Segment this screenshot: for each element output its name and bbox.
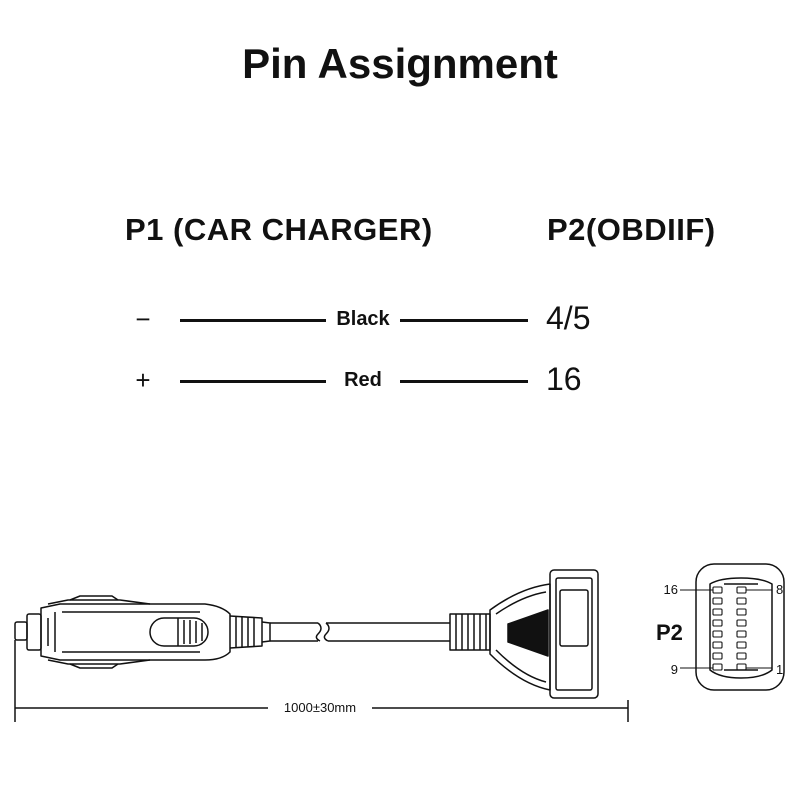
wire-color-label: Black — [336, 308, 390, 330]
negative-symbol: − — [135, 304, 151, 334]
pin-number: 4/5 — [546, 300, 591, 336]
page-title: Pin Assignment — [242, 40, 558, 87]
pin-number: 16 — [546, 361, 582, 397]
pin-9-label: 9 — [671, 662, 678, 677]
pin-8-label: 8 — [776, 582, 783, 597]
cable-icon — [270, 622, 450, 642]
wire-line-left — [180, 380, 326, 383]
pin-1-label: 1 — [776, 662, 783, 677]
wire-line-left — [180, 319, 326, 322]
length-label: 1000±30mm — [284, 700, 356, 715]
wire-line-right — [400, 380, 528, 383]
positive-symbol: + — [135, 365, 151, 395]
car-charger-plug-icon — [14, 595, 271, 669]
wire-line-right — [400, 319, 528, 322]
pin-16-label: 16 — [664, 582, 678, 597]
p2-header: P2(OBDIIF) — [547, 212, 716, 247]
pin-row-positive: + Red 16 — [0, 361, 800, 401]
dimension-line — [14, 640, 629, 722]
obd-connector-icon — [449, 569, 599, 699]
obd-pinout-icon — [680, 563, 785, 691]
p1-header: P1 (CAR CHARGER) — [125, 212, 433, 247]
wire-color-label: Red — [344, 369, 382, 391]
connector-label: P2 — [656, 620, 683, 645]
pin-row-negative: − Black 4/5 — [0, 300, 800, 340]
